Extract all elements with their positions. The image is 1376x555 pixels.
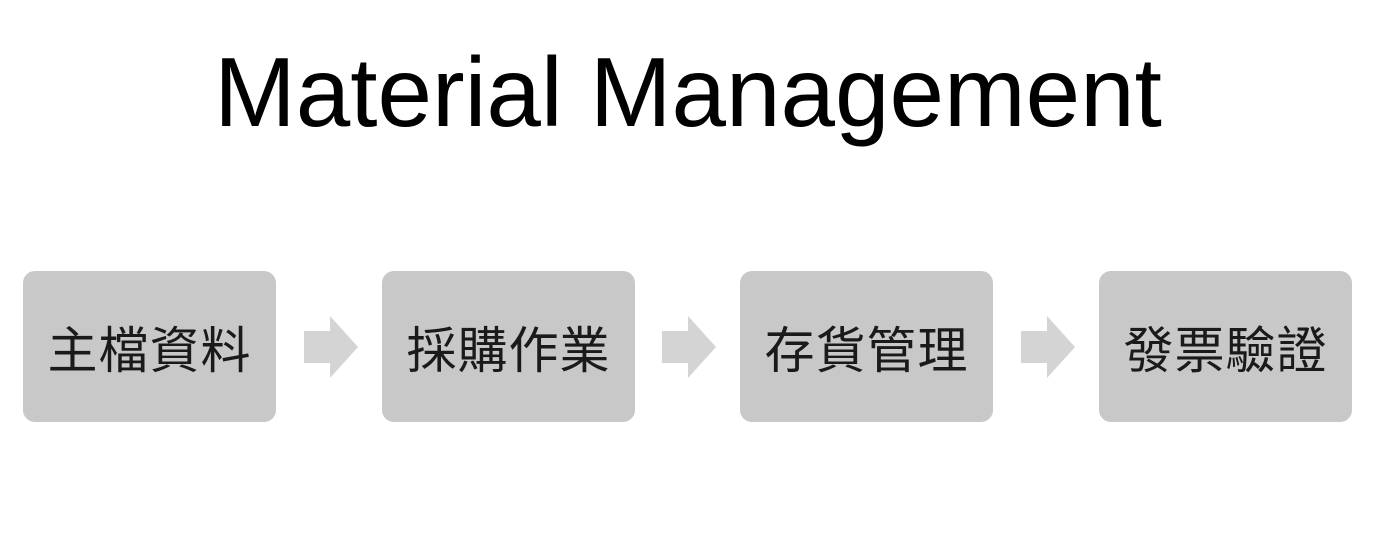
step-label: 發票驗證 [1123, 321, 1328, 380]
step-label: 採購作業 [406, 321, 611, 380]
right-arrow-icon [1021, 316, 1075, 378]
right-arrow-icon [662, 316, 716, 378]
step-inventory-management: 存貨管理 [740, 271, 993, 422]
step-label: 存貨管理 [764, 321, 969, 380]
step-master-data: 主檔資料 [23, 271, 276, 422]
page-title: Material Management [214, 37, 1162, 147]
step-purchasing: 採購作業 [382, 271, 635, 422]
step-label: 主檔資料 [47, 321, 252, 380]
step-invoice-verification: 發票驗證 [1099, 271, 1352, 422]
right-arrow-icon [304, 316, 358, 378]
